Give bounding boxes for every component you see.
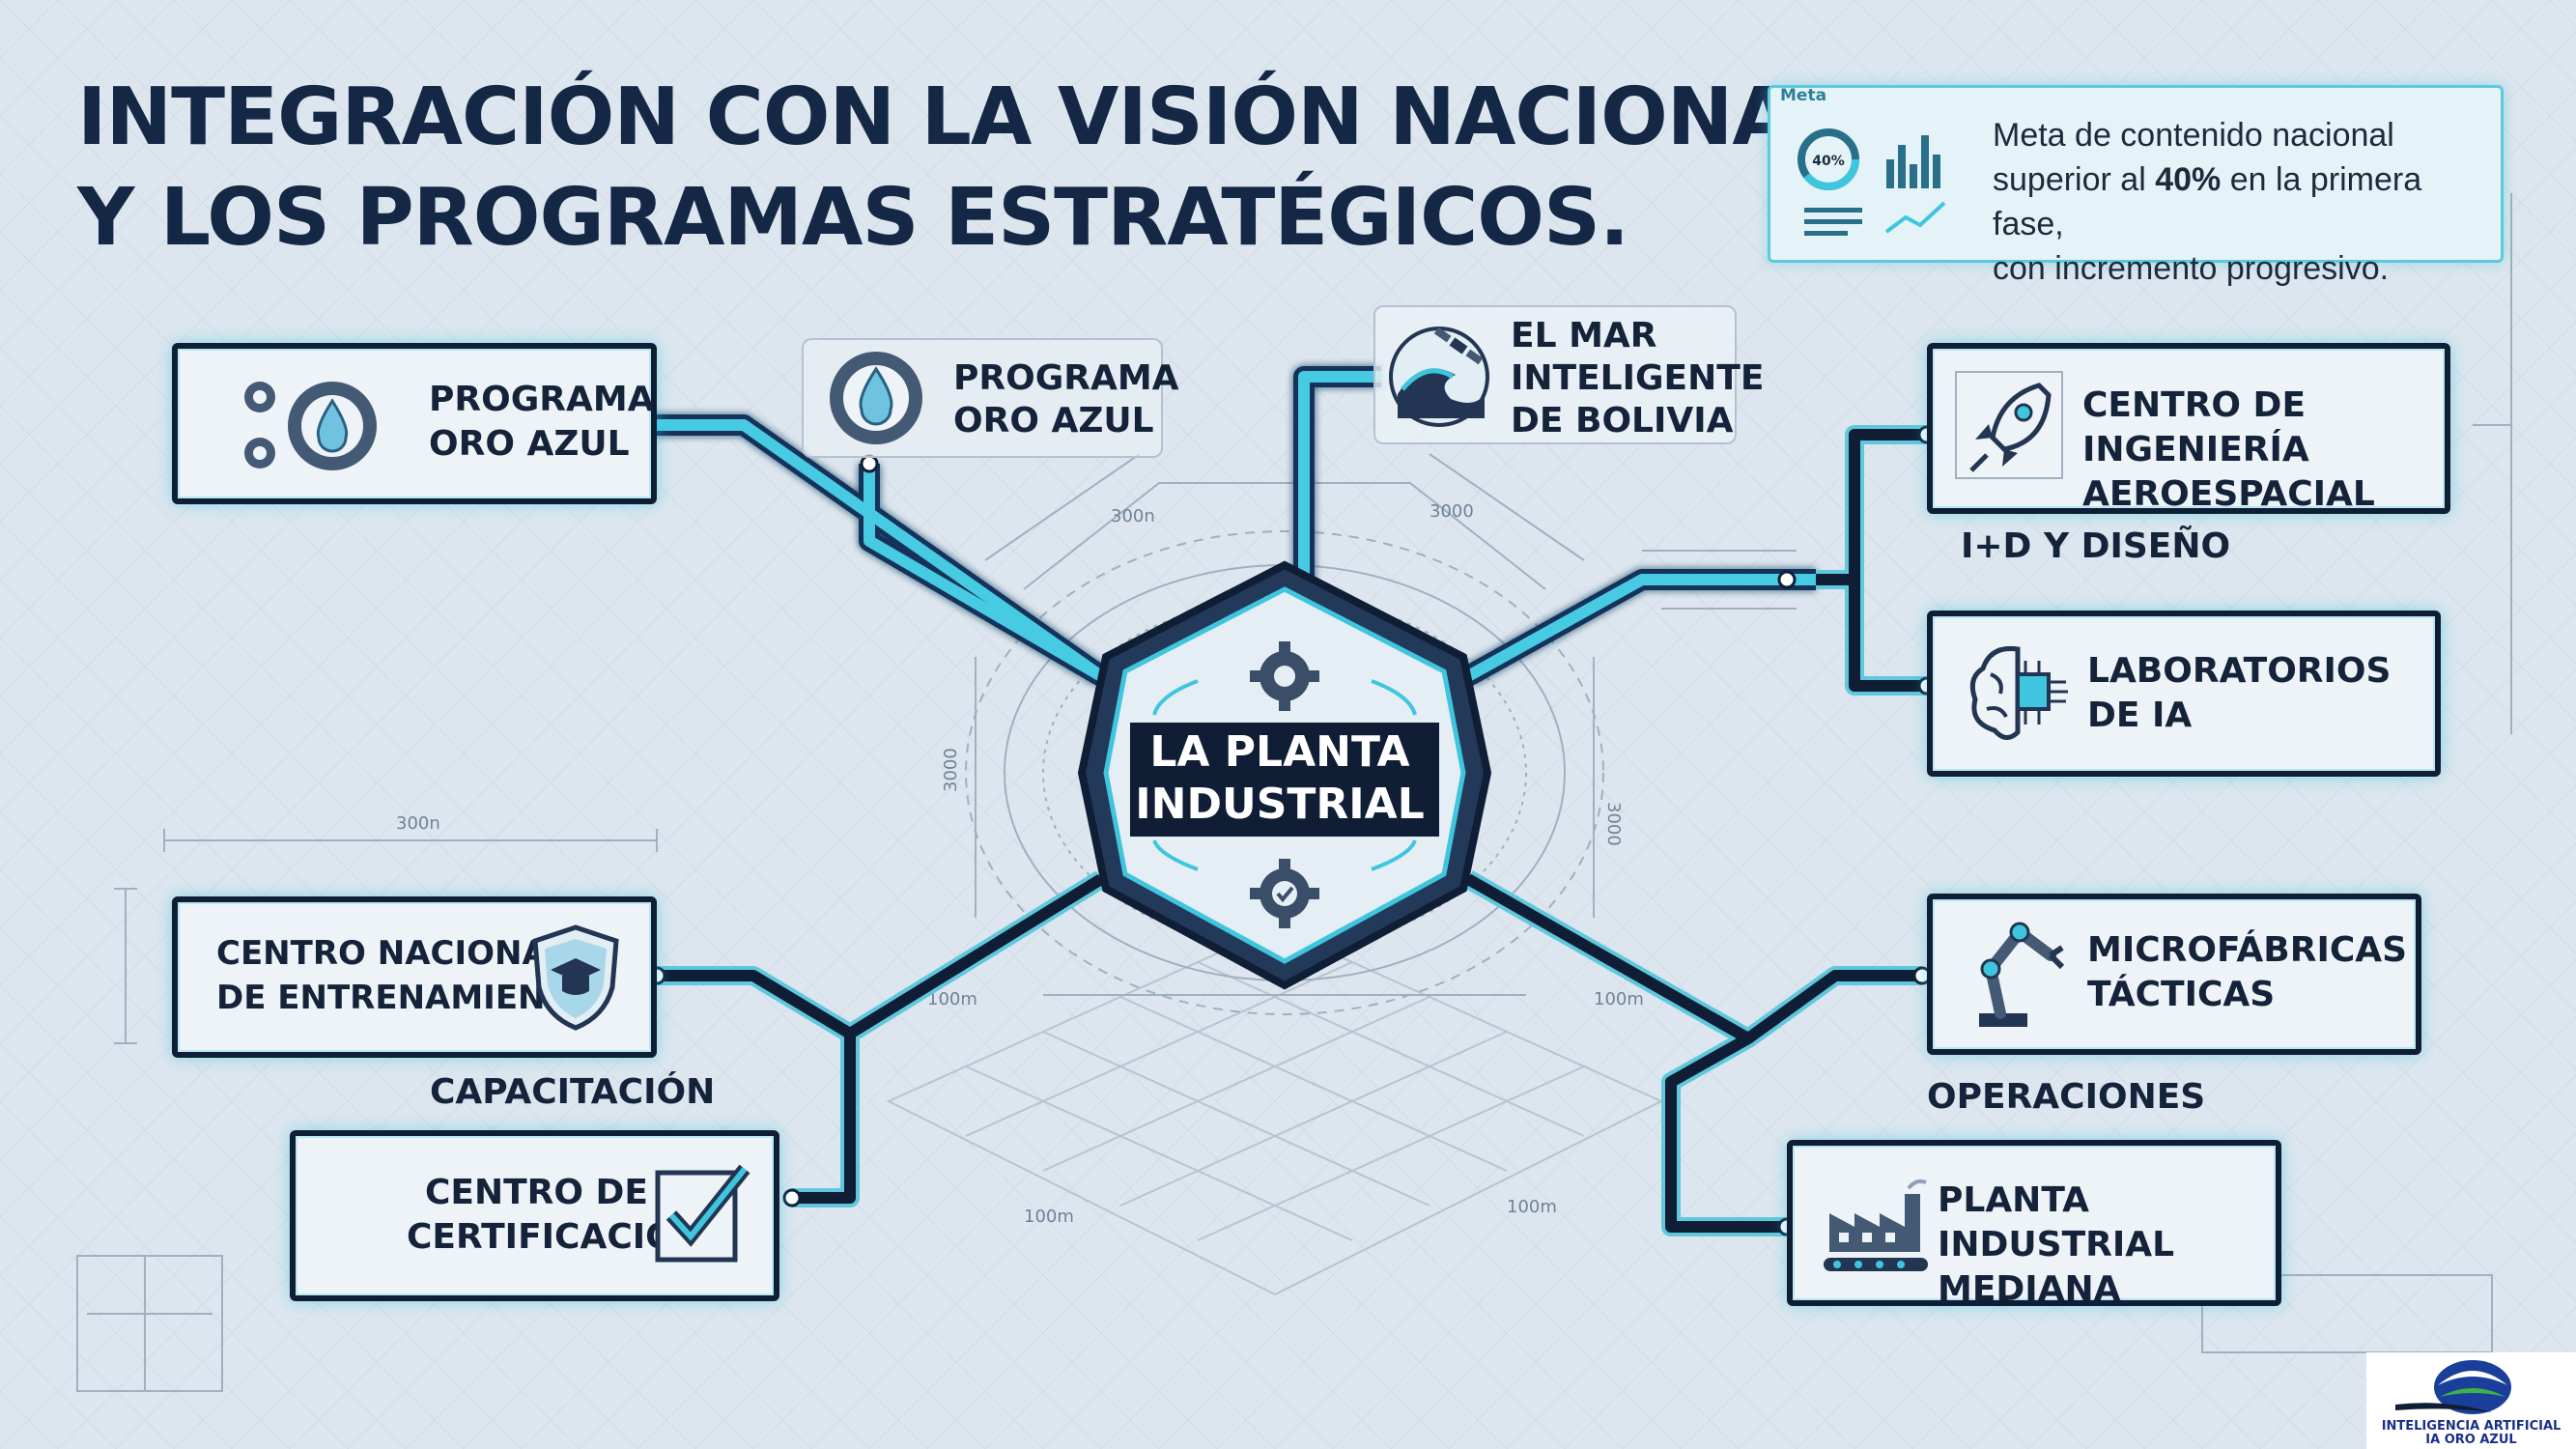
section-label-capacitacion: CAPACITACIÓN bbox=[430, 1072, 716, 1112]
meta-text: Meta de contenido nacional superior al 4… bbox=[1993, 113, 2495, 291]
section-label-id-diseno: I+D Y DISEÑO bbox=[1961, 526, 2231, 566]
node-line-2: DE ENTRENAMIENTO bbox=[216, 979, 596, 1017]
node-microfabricas-label: MICROFÁBRICAS TÁCTICAS bbox=[2087, 928, 2407, 1017]
shield-graduation-icon bbox=[532, 924, 619, 1031]
meta-percentage: 40% bbox=[2155, 161, 2222, 198]
node-line-1: LABORATORIOS bbox=[2087, 651, 2392, 691]
blueprint-mark: 3000 bbox=[1603, 802, 1624, 846]
node-line-2: MEDIANA bbox=[1938, 1269, 2121, 1309]
robot-arm-icon bbox=[1979, 922, 2065, 1027]
brain-chip-icon bbox=[1969, 645, 2068, 740]
node-line-1: PROGRAMA bbox=[429, 380, 655, 419]
node-laboratorios-ia: LABORATORIOS DE IA bbox=[1927, 611, 2441, 777]
hub-gear-top-icon bbox=[1250, 641, 1319, 711]
node-mar-inteligente: EL MAR INTELIGENTE DE BOLIVIA bbox=[1373, 305, 1764, 444]
blueprint-marks: 300n 3000 3000 3000 300n 100m 100m 100m … bbox=[396, 501, 1644, 1227]
center-line-1: LA PLANTA bbox=[1149, 727, 1410, 777]
logo-ia-oro-azul: INTELIGENCIA ARTIFICIAL IA ORO AZUL bbox=[2366, 1352, 2576, 1449]
node-line-2: ORO AZUL bbox=[429, 424, 630, 464]
node-aeroespacial-label: CENTRO DE INGENIERÍA AEROESPACIAL bbox=[2082, 384, 2445, 517]
meta-line-2-post: en la primera fase, bbox=[1993, 161, 2422, 242]
connector-lines-navy bbox=[647, 425, 1937, 1236]
node-line-1: CENTRO NACIONAL bbox=[216, 934, 569, 973]
hub-gear-check-icon bbox=[1250, 859, 1319, 928]
node-line-1: PROGRAMA bbox=[953, 358, 1179, 398]
center-node-label: LA PLANTA INDUSTRIAL bbox=[1120, 726, 1439, 831]
meta-line-2-pre: superior al bbox=[1993, 161, 2156, 198]
gear-water-drop-icon bbox=[830, 352, 922, 444]
central-hub bbox=[1077, 560, 1492, 990]
node-line-2: INTELIGENTE bbox=[1511, 358, 1765, 398]
meta-callout: Meta 40% Meta de contenido nacional supe… bbox=[1768, 85, 2504, 287]
node-line-2: AEROESPACIAL bbox=[2082, 474, 2375, 514]
dashboard-chart-icon: 40% bbox=[1798, 128, 1946, 236]
logo-swirl-icon bbox=[2395, 1360, 2511, 1414]
blueprint-mark: 300n bbox=[396, 813, 440, 834]
blueprint-mark: 100m bbox=[1507, 1197, 1557, 1217]
floor-grid bbox=[886, 925, 1664, 1296]
node-line-1: PLANTA INDUSTRIAL bbox=[1938, 1180, 2175, 1264]
meta-tab: Meta bbox=[1780, 86, 1827, 105]
gauge-label: 40% bbox=[1812, 154, 1845, 169]
node-line-2: ORO AZUL bbox=[953, 401, 1154, 440]
node-line-2: DE IA bbox=[2087, 696, 2193, 735]
title-line-1: INTEGRACIÓN CON LA VISIÓN NACIONAL bbox=[77, 71, 1843, 163]
node-line-2: TÁCTICAS bbox=[2087, 975, 2276, 1014]
node-laboratorios-label: LABORATORIOS DE IA bbox=[2087, 649, 2391, 738]
node-planta-mediana-label: PLANTA INDUSTRIAL MEDIANA bbox=[1938, 1179, 2276, 1312]
rocket-icon bbox=[1955, 371, 2063, 479]
node-centro-entrenamiento: CENTRO NACIONAL DE ENTRENAMIENTO bbox=[172, 896, 657, 1058]
title-line-2: Y LOS PROGRAMAS ESTRATÉGICOS. bbox=[77, 172, 1629, 264]
node-entrenamiento-label: CENTRO NACIONAL DE ENTRENAMIENTO bbox=[216, 931, 596, 1020]
node-microfabricas: MICROFÁBRICAS TÁCTICAS bbox=[1927, 894, 2421, 1055]
blueprint-mark: 3000 bbox=[1430, 501, 1474, 522]
meta-line-2: superior al 40% en la primera fase, bbox=[1993, 157, 2495, 246]
page-title: INTEGRACIÓN CON LA VISIÓN NACIONAL Y LOS… bbox=[77, 68, 1843, 269]
blueprint-mark: 3000 bbox=[941, 748, 961, 792]
node-line-2: CERTIFICACIÓN bbox=[407, 1217, 704, 1257]
node-programa-oro-azul-secondary: PROGRAMA ORO AZUL bbox=[802, 338, 1179, 458]
node-certificacion-label: CENTRO DE CERTIFICACIÓN bbox=[407, 1171, 704, 1260]
gears-water-drop-icon bbox=[244, 382, 377, 470]
meta-line-1: Meta de contenido nacional bbox=[1993, 117, 2394, 154]
factory-icon bbox=[1824, 1179, 1928, 1271]
wave-satellite-icon bbox=[1389, 327, 1489, 427]
blueprint-mark: 300n bbox=[1111, 506, 1155, 526]
blueprint-mark: 100m bbox=[1594, 989, 1644, 1009]
section-label-operaciones: OPERACIONES bbox=[1927, 1077, 2206, 1117]
node-programa-oro-azul-card: PROGRAMA ORO AZUL bbox=[172, 343, 657, 504]
node-centro-certificacion: CENTRO DE CERTIFICACIÓN bbox=[290, 1130, 779, 1301]
logo-text-line-1: INTELIGENCIA ARTIFICIAL bbox=[2381, 1419, 2562, 1434]
node-line-1: EL MAR bbox=[1511, 316, 1657, 355]
connector-lines-cyan bbox=[647, 366, 1816, 686]
meta-line-3: con incremento progresivo. bbox=[1993, 250, 2390, 287]
logo-text-line-2: IA ORO AZUL bbox=[2425, 1433, 2517, 1447]
node-aeroespacial: CENTRO DE INGENIERÍA AEROESPACIAL bbox=[1927, 343, 2450, 514]
blueprint-mark: 100m bbox=[927, 989, 977, 1009]
node-line-1: MICROFÁBRICAS bbox=[2087, 930, 2408, 970]
checkbox-icon bbox=[655, 1164, 750, 1263]
blueprint-mark: 100m bbox=[1024, 1207, 1074, 1227]
center-line-2: INDUSTRIAL bbox=[1135, 780, 1425, 829]
node-line-1: CENTRO DE INGENIERÍA bbox=[2082, 385, 2309, 469]
node-line-1: CENTRO DE bbox=[424, 1173, 648, 1212]
node-programa-oro-azul-label: PROGRAMA ORO AZUL bbox=[429, 378, 655, 467]
node-planta-mediana: PLANTA INDUSTRIAL MEDIANA bbox=[1787, 1140, 2281, 1309]
node-line-3: DE BOLIVIA bbox=[1511, 401, 1734, 440]
